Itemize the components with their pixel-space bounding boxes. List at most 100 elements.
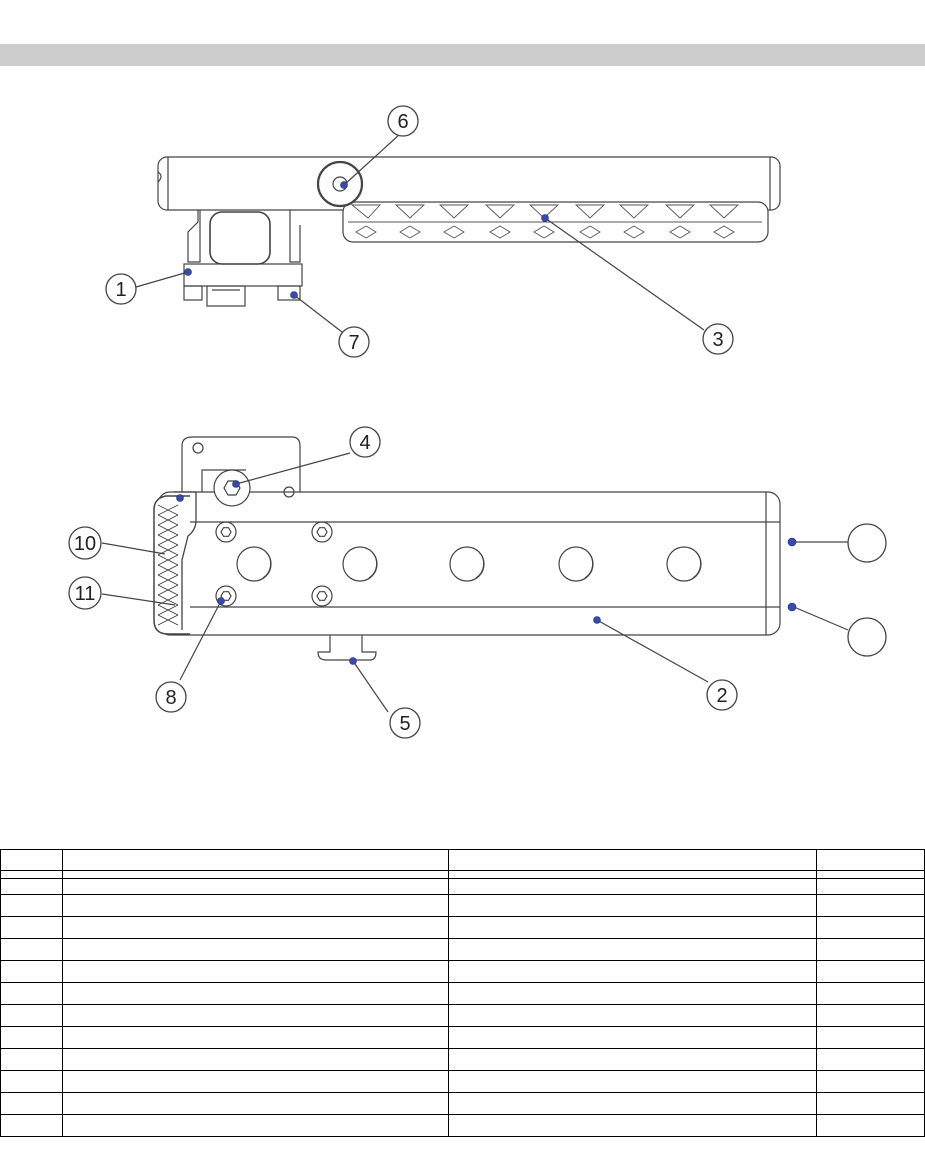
- table-cell: [816, 960, 925, 983]
- table-row: [0, 982, 925, 1005]
- table-row: [0, 1114, 925, 1137]
- table-cell: [0, 878, 63, 895]
- table-cell: [62, 1004, 449, 1027]
- parts-table: [0, 849, 925, 1137]
- hex-screws: [215, 521, 333, 607]
- callout-10: 10: [68, 526, 102, 560]
- svg-text:6: 6: [397, 111, 408, 133]
- parts-diagram: 1 2 3 4 5 6 7 8 10 11: [68, 105, 887, 739]
- marker-12: [787, 537, 797, 547]
- marker-13: [787, 602, 797, 612]
- callout-8: 8: [155, 681, 187, 713]
- table-cell: [816, 1004, 925, 1027]
- markers: [176, 181, 797, 665]
- table-row: [0, 938, 925, 961]
- callout-2: 2: [706, 679, 738, 711]
- table-cell: [816, 1070, 925, 1093]
- marker-7: [290, 291, 298, 299]
- table-cell: [62, 1048, 449, 1071]
- table-row: [0, 1070, 925, 1093]
- marker-4: [232, 480, 240, 488]
- table-row: [0, 878, 925, 895]
- table-cell: [0, 870, 63, 879]
- table-cell: [448, 916, 817, 939]
- table-cell: [448, 1048, 817, 1071]
- callout-5: 5: [389, 707, 421, 739]
- table-cell: [448, 1070, 817, 1093]
- svg-text:7: 7: [348, 332, 359, 354]
- callout-4: 4: [349, 426, 381, 458]
- table-cell: [62, 1070, 449, 1093]
- table-cell: [448, 960, 817, 983]
- table-cell: [448, 894, 817, 917]
- svg-text:8: 8: [165, 687, 176, 709]
- table-cell: [816, 1114, 925, 1137]
- grip-pattern: [348, 204, 762, 239]
- table-cell: [448, 1092, 817, 1115]
- table-header-cell: [448, 849, 817, 871]
- table-cell: [62, 894, 449, 917]
- table-cell: [448, 1026, 817, 1049]
- table-cell: [62, 1092, 449, 1115]
- table-cell: [448, 938, 817, 961]
- top-view: [157, 156, 781, 307]
- marker-10: [176, 494, 184, 502]
- table-cell: [0, 1004, 63, 1027]
- callout-1: 1: [105, 273, 137, 305]
- table-cell: [62, 960, 449, 983]
- svg-text:3: 3: [712, 329, 723, 351]
- table-cell: [62, 938, 449, 961]
- table-cell: [62, 916, 449, 939]
- table-cell: [816, 916, 925, 939]
- svg-text:2: 2: [716, 685, 727, 707]
- table-header-cell: [0, 849, 63, 871]
- knurl-pattern: [157, 504, 179, 626]
- table-row: [0, 870, 925, 879]
- table-cell: [0, 1114, 63, 1137]
- table-row: [0, 1004, 925, 1027]
- table-cell: [448, 1004, 817, 1027]
- table-header-cell: [62, 849, 449, 871]
- table-cell: [62, 1026, 449, 1049]
- table-cell: [0, 1048, 63, 1071]
- table-cell: [0, 1026, 63, 1049]
- marker-6: [340, 181, 348, 189]
- svg-text:10: 10: [74, 533, 96, 555]
- svg-text:11: 11: [75, 583, 96, 605]
- table-cell: [0, 982, 63, 1005]
- svg-text:4: 4: [359, 432, 370, 454]
- table-cell: [62, 1114, 449, 1137]
- callout-11: 11: [68, 576, 102, 610]
- table-cell: [0, 938, 63, 961]
- table-cell: [448, 982, 817, 1005]
- table-cell: [62, 870, 449, 879]
- table-cell: [62, 982, 449, 1005]
- callout-3: 3: [702, 323, 734, 355]
- table-cell: [0, 916, 63, 939]
- leader-lines: [101, 133, 849, 713]
- table-cell: [62, 878, 449, 895]
- table-cell: [816, 938, 925, 961]
- marker-8: [217, 597, 225, 605]
- table-cell: [816, 1048, 925, 1071]
- header-bar: [0, 44, 925, 66]
- marker-1: [184, 268, 192, 276]
- marker-2: [593, 616, 601, 624]
- table-cell: [448, 878, 817, 895]
- callout-12: [847, 523, 887, 563]
- table-cell: [816, 894, 925, 917]
- table-cell: [448, 1114, 817, 1137]
- table-cell: [0, 894, 63, 917]
- table-header-cell: [816, 849, 925, 871]
- table-cell: [0, 1070, 63, 1093]
- table-row: [0, 1092, 925, 1115]
- table-cell: [816, 982, 925, 1005]
- callout-6: 6: [387, 105, 419, 137]
- table-row: [0, 894, 925, 917]
- mounting-holes: [236, 546, 702, 582]
- table-cell: [448, 870, 817, 879]
- table-row: [0, 960, 925, 983]
- table-cell: [816, 878, 925, 895]
- table-body: [0, 870, 925, 1137]
- marker-5: [349, 657, 357, 665]
